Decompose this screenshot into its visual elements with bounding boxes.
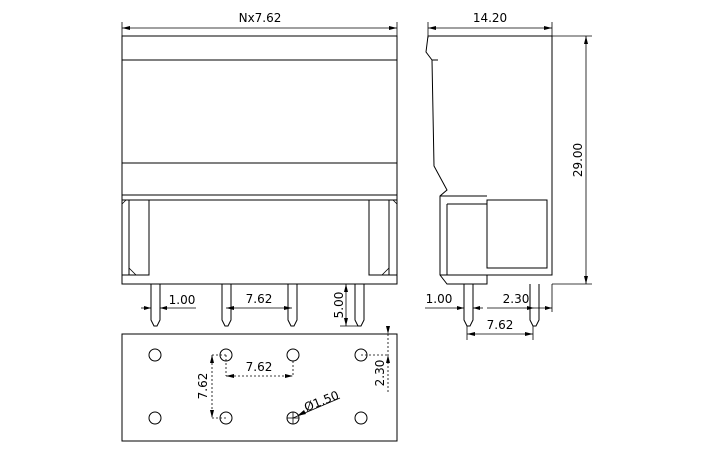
- front-pin-2: [221, 284, 232, 327]
- front-pin-1: [150, 284, 161, 327]
- side-pin-pitch-dimension: 7.62: [466, 318, 534, 340]
- front-pin-4: [354, 284, 365, 327]
- front-housing: [121, 35, 398, 285]
- hole-top-1: [148, 348, 162, 362]
- footprint-column-pitch-dimension: 7.62: [225, 355, 294, 378]
- front-pin-length-dimension: 5.00: [332, 283, 358, 327]
- front-view: Nx7.62: [121, 11, 398, 327]
- front-width-dimension: Nx7.62: [121, 11, 398, 36]
- side-width-label: 14.20: [473, 11, 507, 25]
- footprint-row-pitch-dimension: 7.62: [196, 354, 226, 419]
- footprint-hole-diameter-label: Ø1.50: [302, 388, 341, 415]
- side-pin-1: [463, 284, 474, 327]
- side-pins: [463, 284, 540, 327]
- side-height-dimension: 29.00: [552, 35, 592, 285]
- footprint-edge-offset-label: 2.30: [373, 360, 387, 387]
- footprint-outline: [121, 333, 398, 442]
- footprint-hole-diameter-dimension: Ø1.50: [292, 388, 341, 419]
- side-pin-diameter-dimension: 1.00: [425, 292, 483, 310]
- side-view: 14.20 29.00: [425, 11, 592, 340]
- hole-bottom-1: [148, 411, 162, 425]
- front-pin-pitch-dimension: 7.62: [226, 292, 292, 310]
- hole-top-3: [286, 348, 300, 362]
- side-pin-pitch-label: 7.62: [487, 318, 514, 332]
- front-width-label: Nx7.62: [239, 11, 282, 25]
- side-height-label: 29.00: [571, 143, 585, 177]
- side-pin-2: [529, 284, 540, 327]
- side-width-dimension: 14.20: [427, 11, 553, 38]
- side-pin-diameter-label: 1.00: [426, 292, 453, 306]
- front-pin-3: [287, 284, 298, 327]
- front-pin-diameter-dimension: 1.00: [141, 293, 196, 310]
- side-pin-offset-label: 2.30: [503, 292, 530, 306]
- footprint-row-pitch-label: 7.62: [196, 373, 210, 400]
- hole-bottom-4: [354, 411, 368, 425]
- front-pin-length-label: 5.00: [332, 292, 346, 319]
- footprint-column-pitch-label: 7.62: [246, 360, 273, 374]
- side-pin-offset-dimension: 2.30: [487, 284, 553, 312]
- footprint-view: 7.62 7.62 2.30 Ø1.50: [121, 326, 398, 442]
- front-pin-diameter-label: 1.00: [169, 293, 196, 307]
- footprint-edge-offset-dimension: 2.30: [361, 326, 390, 392]
- front-pins: [150, 284, 365, 327]
- side-housing: [425, 35, 553, 285]
- front-pin-pitch-label: 7.62: [246, 292, 273, 306]
